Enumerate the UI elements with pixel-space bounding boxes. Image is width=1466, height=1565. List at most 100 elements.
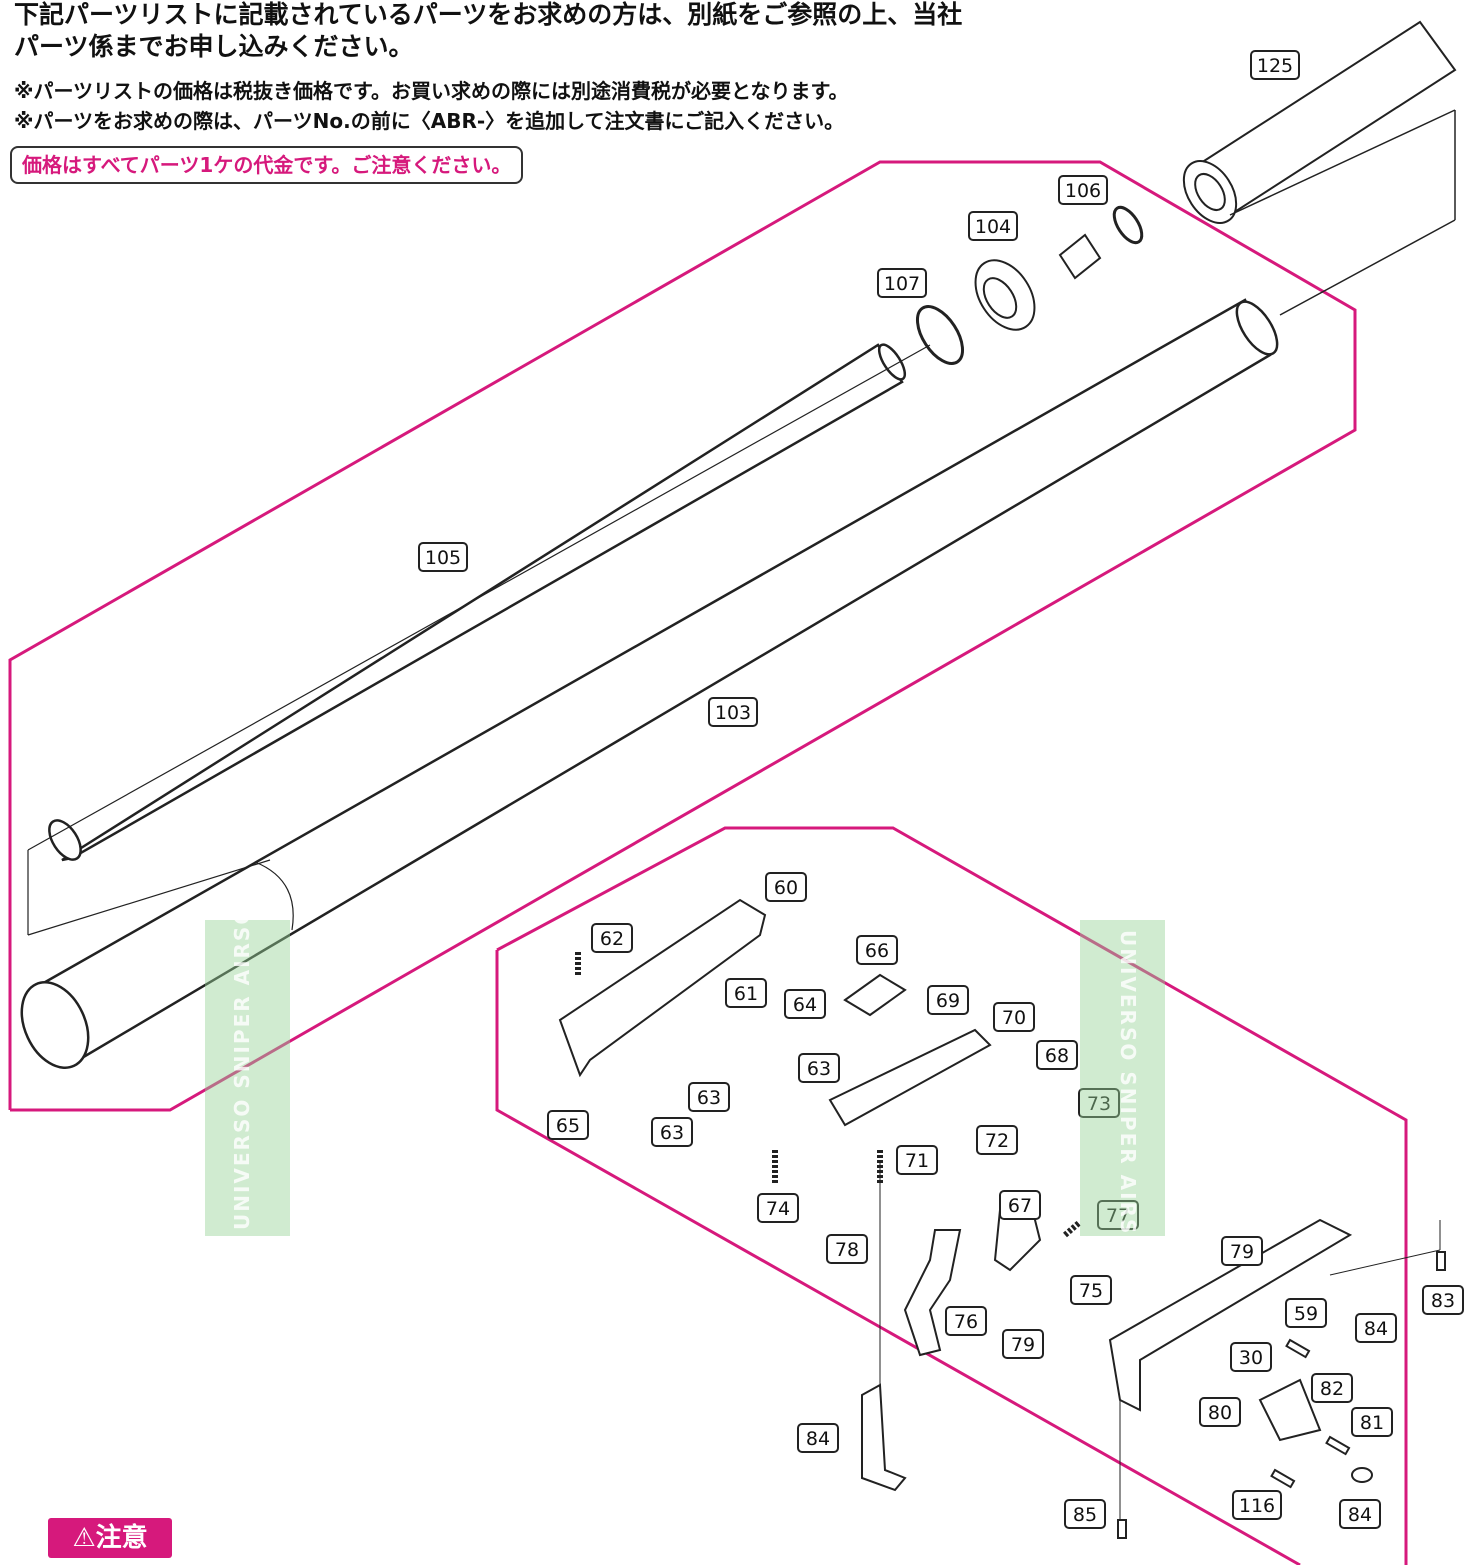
part-label-81: 81 [1351, 1407, 1393, 1437]
svg-text:72: 72 [985, 1130, 1009, 1152]
trigger-group-outline [496, 826, 1408, 1565]
part-label-70: 70 [993, 1002, 1035, 1032]
svg-text:84: 84 [806, 1428, 830, 1450]
nozzle-part [974, 233, 1102, 331]
part-label-71: 71 [896, 1145, 938, 1175]
svg-text:125: 125 [1257, 55, 1293, 77]
svg-text:75: 75 [1079, 1280, 1103, 1302]
part-label-68: 68 [1036, 1040, 1078, 1070]
part-label-63: 63 [798, 1053, 840, 1083]
part-label-69: 69 [927, 985, 969, 1015]
part-label-65: 65 [547, 1110, 589, 1140]
svg-text:65: 65 [556, 1115, 580, 1137]
svg-text:104: 104 [975, 216, 1011, 238]
svg-text:61: 61 [734, 983, 758, 1005]
outer-barrel-part [1182, 20, 1457, 224]
watermark-band-left [205, 920, 290, 1236]
header-line-2: パーツ係までお申し込みください。 [14, 32, 414, 61]
svg-text:80: 80 [1208, 1402, 1232, 1424]
part-label-116: 116 [1232, 1490, 1282, 1520]
svg-text:76: 76 [954, 1311, 978, 1333]
svg-text:84: 84 [1364, 1318, 1388, 1340]
svg-text:79: 79 [1230, 1241, 1254, 1263]
svg-text:70: 70 [1002, 1007, 1026, 1029]
price-note: ※パーツリストの価格は税抜き価格です。お買い求めの際には別途消費税が必要となりま… [14, 79, 849, 103]
svg-text:105: 105 [425, 547, 461, 569]
svg-text:106: 106 [1065, 180, 1101, 202]
order-note: ※パーツをお求めの際は、パーツNo.の前に〈ABR-〉を追加して注文書にご記入く… [14, 109, 845, 133]
header-line-1: 下記パーツリストに記載されているパーツをお求めの方は、別紙をご参照の上、当社 [14, 0, 963, 29]
svg-text:64: 64 [793, 994, 817, 1016]
watermark-band-right [1080, 920, 1165, 1236]
screw-parts [1117, 1251, 1446, 1539]
inner-barrel-part [48, 343, 907, 862]
svg-text:84: 84 [1348, 1504, 1372, 1526]
svg-text:63: 63 [660, 1122, 684, 1144]
trigger-group-outline-lower [495, 950, 1301, 1565]
svg-text:116: 116 [1239, 1495, 1275, 1517]
barrel-group-outline [8, 160, 1357, 1112]
part-label-125: 125 [1250, 50, 1300, 80]
part-label-83: 83 [1422, 1285, 1464, 1315]
part-label-79: 79 [1221, 1236, 1263, 1266]
part-label-74: 74 [757, 1193, 799, 1223]
svg-text:30: 30 [1239, 1347, 1263, 1369]
part-label-78: 78 [826, 1234, 868, 1264]
svg-text:63: 63 [697, 1087, 721, 1109]
part-label-30: 30 [1230, 1342, 1272, 1372]
svg-text:103: 103 [715, 702, 751, 724]
svg-text:68: 68 [1045, 1045, 1069, 1067]
watermark-text-right: UNIVERSO SNIPER AIRSOFT [1116, 930, 1140, 1286]
part-label-76: 76 [945, 1306, 987, 1336]
svg-text:79: 79 [1011, 1334, 1035, 1356]
part-label-63: 63 [651, 1117, 693, 1147]
svg-text:107: 107 [884, 273, 920, 295]
part-label-84: 84 [1355, 1313, 1397, 1343]
outer-tube-part [20, 298, 1279, 1069]
svg-text:81: 81 [1360, 1412, 1384, 1434]
part-label-77: 77 [1097, 1200, 1139, 1230]
spring-parts [575, 952, 1082, 1238]
part-label-105: 105 [418, 542, 468, 572]
part-label-66: 66 [856, 935, 898, 965]
svg-text:73: 73 [1087, 1093, 1111, 1115]
svg-text:60: 60 [774, 877, 798, 899]
svg-text:66: 66 [865, 940, 889, 962]
svg-text:77: 77 [1106, 1205, 1130, 1227]
part-label-82: 82 [1311, 1373, 1353, 1403]
o-ring-part-2 [915, 305, 965, 365]
part-label-84: 84 [797, 1423, 839, 1453]
svg-text:69: 69 [936, 990, 960, 1012]
part-label-67: 67 [999, 1190, 1041, 1220]
svg-text:82: 82 [1320, 1378, 1344, 1400]
watermark-text-left: UNIVERSO SNIPER AIRSOFT [230, 874, 254, 1230]
svg-text:62: 62 [600, 928, 624, 950]
part-label-75: 75 [1070, 1275, 1112, 1305]
part-label-80: 80 [1199, 1397, 1241, 1427]
svg-text:78: 78 [835, 1239, 859, 1261]
svg-text:83: 83 [1431, 1290, 1455, 1312]
svg-text:67: 67 [1008, 1195, 1032, 1217]
part-label-61: 61 [725, 978, 767, 1008]
part-label-84: 84 [1339, 1499, 1381, 1529]
part-label-85: 85 [1064, 1499, 1106, 1529]
o-ring-part [1112, 205, 1144, 245]
part-label-73: 73 [1078, 1088, 1120, 1118]
caution-badge: ⚠注意 [48, 1518, 172, 1558]
part-label-79: 79 [1002, 1329, 1044, 1359]
part-label-72: 72 [976, 1125, 1018, 1155]
part-label-62: 62 [591, 923, 633, 953]
part-label-107: 107 [877, 268, 927, 298]
part-label-64: 64 [784, 989, 826, 1019]
svg-text:63: 63 [807, 1058, 831, 1080]
part-label-104: 104 [968, 211, 1018, 241]
part-label-59: 59 [1285, 1298, 1327, 1328]
part-label-63: 63 [688, 1082, 730, 1112]
svg-text:59: 59 [1294, 1303, 1318, 1325]
svg-text:71: 71 [905, 1150, 929, 1172]
part-label-106: 106 [1058, 175, 1108, 205]
price-notice-box: 価格はすべてパーツ1ケの代金です。ご注意ください。 [10, 146, 524, 184]
part-label-103: 103 [708, 697, 758, 727]
part-label-60: 60 [765, 872, 807, 902]
